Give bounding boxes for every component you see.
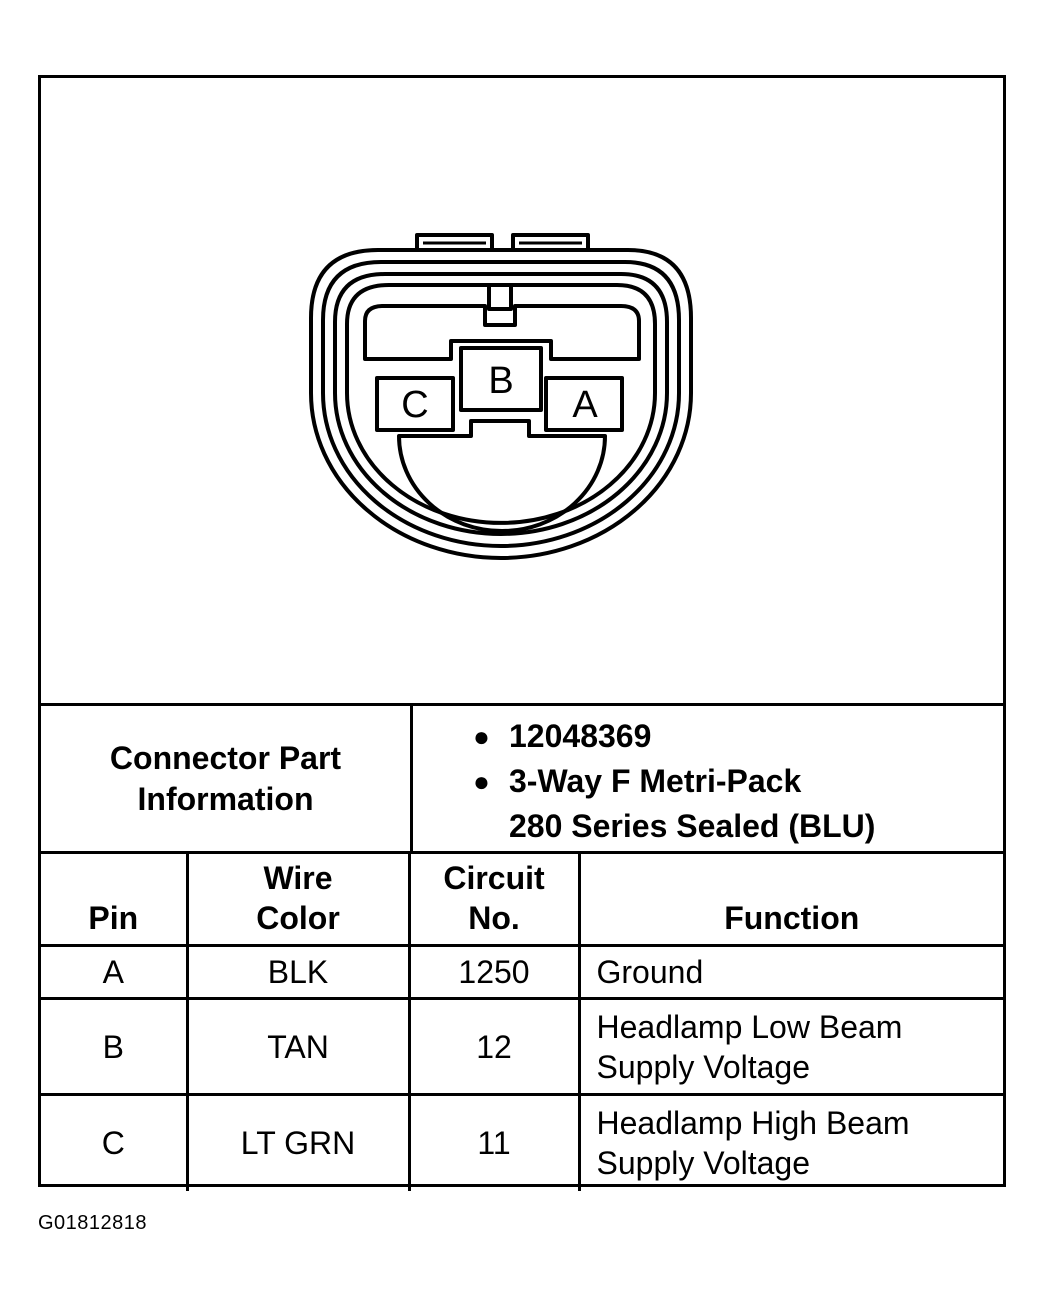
pin-assignment-table: Pin Wire Color Circuit No. Function A BL… <box>41 851 1003 1191</box>
key-notch <box>487 283 513 311</box>
part-description: 3-Way F Metri-Pack 280 Series Sealed (BL… <box>509 763 876 844</box>
function-cell: Headlamp Low Beam Supply Voltage <box>577 997 1003 1096</box>
header-function: Function <box>577 852 1003 947</box>
bullet-icon: ● <box>473 721 490 752</box>
connector-face-area: C B A <box>41 78 1003 703</box>
wire-color-cell: LT GRN <box>185 1093 411 1191</box>
part-description-item: ● 3-Way F Metri-Pack 280 Series Sealed (… <box>473 759 1003 849</box>
circuit-cell: 12 <box>407 997 581 1096</box>
wire-color-cell: BLK <box>185 944 411 1000</box>
part-info-label-line1: Connector Part <box>109 739 342 776</box>
figure-id: G01812818 <box>38 1212 148 1234</box>
bullet-icon: ● <box>473 766 490 797</box>
pin-cell: A <box>41 944 189 1000</box>
function-cell: Ground <box>577 944 1003 1000</box>
header-pin: Pin <box>41 852 189 947</box>
pin-cavity-box-c <box>375 376 455 432</box>
connector-face-drawing: C B A <box>309 233 693 560</box>
connector-diagram-frame: C B A Connector Part Information ● 12048… <box>38 75 1006 1191</box>
pin-cavity-label-c: C <box>401 384 428 426</box>
part-info-values: ● 12048369 ● 3-Way F Metri-Pack 280 Seri… <box>412 705 1004 852</box>
pin-cavity-box-a <box>544 376 624 432</box>
header-wire-color: Wire Color <box>185 852 411 947</box>
lower-cavity <box>397 419 607 533</box>
table-row: A BLK 1250 Ground <box>41 944 1003 1000</box>
pin-cavity-label-a: A <box>572 384 598 426</box>
header-circuit-no: Circuit No. <box>407 852 581 947</box>
housing-middle-outline <box>321 260 681 548</box>
part-info-label: Connector Part Information <box>41 704 413 851</box>
pin-table-header-row: Pin Wire Color Circuit No. Function <box>41 852 1003 947</box>
table-row: B TAN 12 Headlamp Low Beam Supply Voltag… <box>41 997 1003 1096</box>
pin-cavity-label-b: B <box>488 360 513 402</box>
part-number-item: ● 12048369 <box>473 714 1003 759</box>
part-info-label-line2: Information <box>137 780 314 817</box>
pin-cavity-box-b <box>459 346 543 412</box>
housing-seal-outline <box>345 283 657 525</box>
upper-cavity <box>363 304 641 361</box>
housing-inner-outline <box>333 272 669 536</box>
table-row: C LT GRN 11 Headlamp High Beam Supply Vo… <box>41 1093 1003 1191</box>
wire-color-cell: TAN <box>185 997 411 1096</box>
pin-cell: B <box>41 997 189 1096</box>
circuit-cell: 11 <box>407 1093 581 1191</box>
part-info-row: Connector Part Information ● 12048369 ● … <box>41 704 1004 852</box>
circuit-cell: 1250 <box>407 944 581 1000</box>
connector-part-info-table: Connector Part Information ● 12048369 ● … <box>41 703 1003 851</box>
pin-cell: C <box>41 1093 189 1191</box>
part-number: 12048369 <box>509 718 652 754</box>
function-cell: Headlamp High Beam Supply Voltage <box>577 1093 1003 1191</box>
